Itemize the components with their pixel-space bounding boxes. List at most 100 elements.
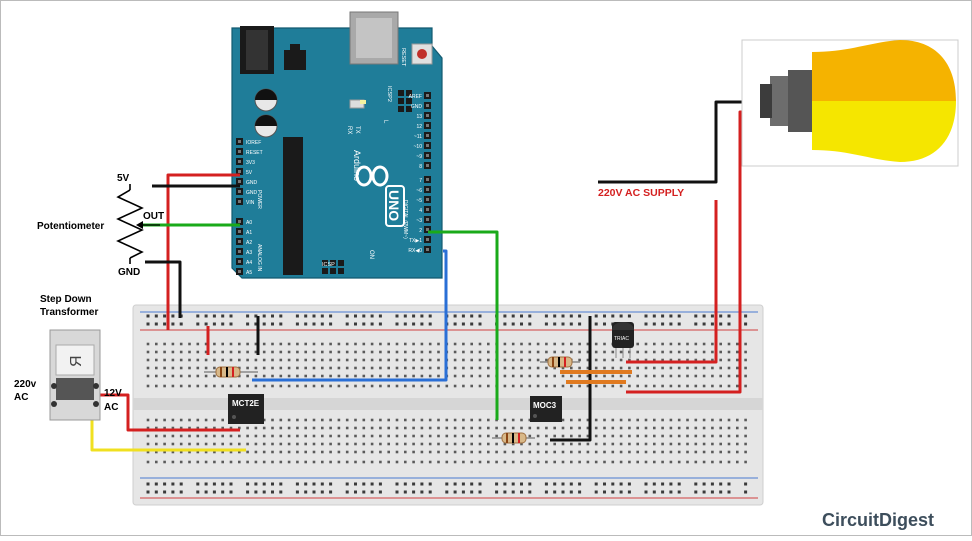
breadboard-hole xyxy=(155,418,158,422)
breadboard-hole xyxy=(420,418,424,422)
breadboard-hole xyxy=(661,434,664,438)
breadboard-hole xyxy=(370,426,374,430)
breadboard-hole xyxy=(163,442,166,446)
breadboard-hole xyxy=(520,418,523,422)
wire-ac-supply-2 xyxy=(626,300,742,394)
rail-hole xyxy=(329,322,333,326)
breadboard-hole xyxy=(238,358,241,362)
rail-hole xyxy=(354,482,357,486)
breadboard-hole xyxy=(636,384,639,388)
breadboard-hole xyxy=(379,366,382,370)
rail-hole xyxy=(420,482,424,486)
breadboard-hole xyxy=(204,358,208,362)
breadboard-hole xyxy=(196,426,200,430)
breadboard-hole xyxy=(213,450,216,454)
breadboard-hole xyxy=(603,450,606,454)
breadboard-hole xyxy=(296,442,299,446)
breadboard-hole xyxy=(528,426,532,430)
rail-hole xyxy=(154,314,158,318)
breadboard-hole xyxy=(694,434,698,438)
breadboard-hole xyxy=(412,342,415,346)
breadboard-hole xyxy=(586,450,590,454)
breadboard-hole xyxy=(545,350,548,354)
rail-hole xyxy=(345,482,349,486)
breadboard-hole xyxy=(694,418,698,422)
wire-trigger-green xyxy=(428,230,499,420)
breadboard-hole xyxy=(387,450,390,454)
rail-hole xyxy=(569,482,573,486)
breadboard-hole xyxy=(628,450,631,454)
breadboard-hole xyxy=(511,442,515,446)
rail-hole xyxy=(320,322,324,326)
breadboard-hole xyxy=(279,350,283,354)
breadboard-hole xyxy=(345,350,349,354)
breadboard-hole xyxy=(520,358,523,362)
breadboard-hole xyxy=(171,366,175,370)
analog-header-label: ANALOG IN xyxy=(256,244,262,272)
breadboard-hole xyxy=(619,434,623,438)
breadboard-hole xyxy=(744,366,747,370)
breadboard-hole xyxy=(420,366,424,370)
breadboard-hole xyxy=(329,374,332,378)
breadboard-hole xyxy=(179,426,183,430)
breadboard-hole xyxy=(262,434,266,438)
rail-hole xyxy=(619,490,623,494)
breadboard-hole xyxy=(354,384,357,388)
breadboard-hole xyxy=(511,350,515,354)
breadboard-hole xyxy=(453,450,457,454)
breadboard-hole xyxy=(238,450,241,454)
icsp-pin xyxy=(330,260,336,266)
breadboard-hole xyxy=(204,442,208,446)
icsp2-pin xyxy=(406,106,412,112)
rail-hole xyxy=(420,490,424,494)
breadboard-hole xyxy=(337,426,341,430)
breadboard-hole xyxy=(221,434,224,438)
header-pin-label: 13 xyxy=(416,114,422,120)
breadboard-hole xyxy=(470,366,473,370)
breadboard-hole xyxy=(304,342,307,346)
breadboard-hole xyxy=(677,366,681,370)
breadboard-hole xyxy=(337,358,341,362)
breadboard-hole xyxy=(329,418,332,422)
breadboard-hole xyxy=(345,426,349,430)
breadboard-hole xyxy=(619,442,623,446)
rail-hole xyxy=(254,490,258,494)
breadboard-hole xyxy=(661,342,664,346)
breadboard-hole xyxy=(370,460,374,464)
breadboard-hole xyxy=(387,442,390,446)
breadboard-hole xyxy=(254,460,258,464)
breadboard-hole xyxy=(204,342,208,346)
breadboard-hole xyxy=(420,384,424,388)
rail-hole xyxy=(395,314,399,318)
breadboard-hole xyxy=(412,384,415,388)
breadboard-hole xyxy=(213,358,216,362)
breadboard-hole xyxy=(412,434,415,438)
breadboard-hole xyxy=(304,384,307,388)
breadboard-hole xyxy=(445,460,449,464)
rail-hole xyxy=(295,482,299,486)
breadboard-hole xyxy=(677,426,681,430)
breadboard-hole xyxy=(545,342,548,346)
breadboard-hole xyxy=(636,426,639,430)
breadboard-hole xyxy=(412,374,415,378)
header-pin-label: AREF xyxy=(409,94,422,100)
breadboard-hole xyxy=(727,358,731,362)
rail-hole xyxy=(528,490,532,494)
breadboard-hole xyxy=(304,418,307,422)
wire-triac-black xyxy=(550,316,592,442)
icsp-pin xyxy=(322,260,328,266)
breadboard-hole xyxy=(578,434,581,438)
breadboard-hole xyxy=(437,384,440,388)
breadboard-hole xyxy=(296,384,299,388)
breadboard-hole xyxy=(603,442,606,446)
breadboard-hole xyxy=(686,342,689,346)
breadboard-hole xyxy=(445,434,449,438)
label-transformer-1: Step Down xyxy=(40,294,92,305)
breadboard-hole xyxy=(155,434,158,438)
header-pin-label: RX◀0 xyxy=(408,248,422,254)
rail-hole xyxy=(561,490,565,494)
breadboard-hole xyxy=(611,450,615,454)
breadboard-hole xyxy=(321,418,324,422)
breadboard-hole xyxy=(570,450,573,454)
transformer-mark: Я xyxy=(68,355,85,367)
